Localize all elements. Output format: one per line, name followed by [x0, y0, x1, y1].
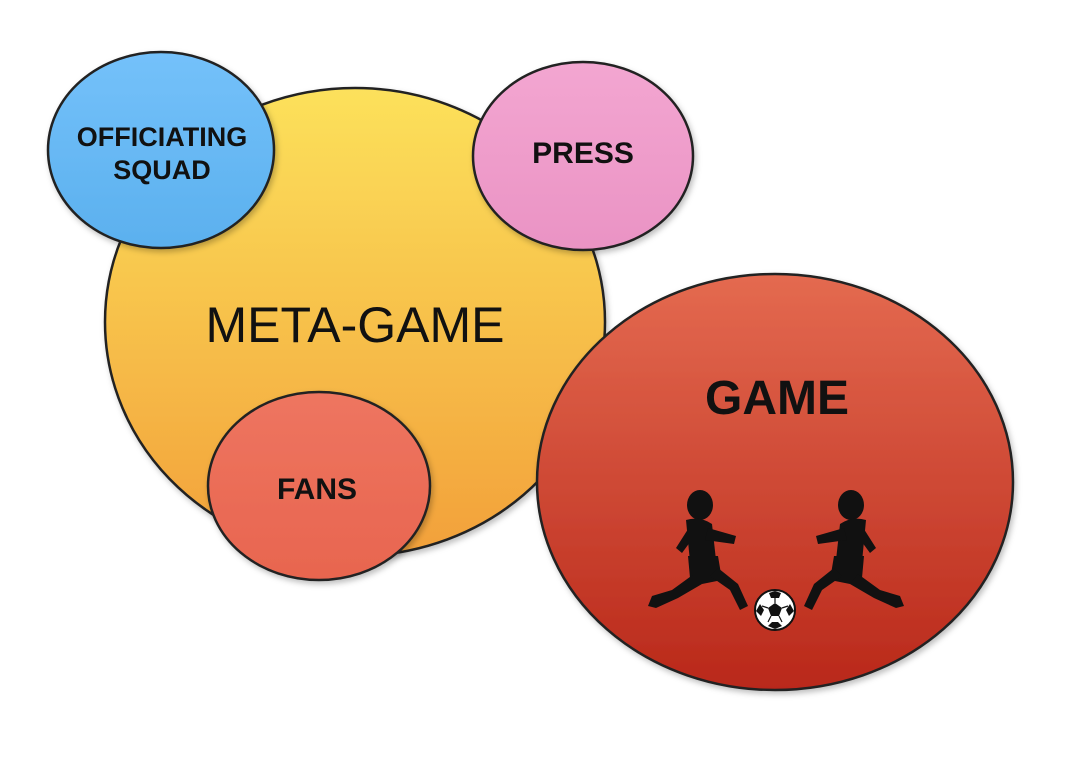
fans-label: FANS	[277, 473, 357, 506]
game-label: GAME	[705, 372, 849, 425]
soccer-ball-icon	[754, 589, 796, 631]
press-label: PRESS	[532, 137, 634, 170]
meta-game-label: META-GAME	[205, 297, 504, 353]
press-circle: PRESS	[471, 60, 695, 252]
game-circle: GAME	[535, 272, 1015, 692]
fans-circle: FANS	[206, 390, 432, 582]
running-player-right-icon	[804, 490, 904, 610]
officiating-label-line2: SQUAD	[113, 155, 211, 185]
officiating-squad-circle: OFFICIATING SQUAD	[46, 50, 276, 250]
officiating-label-line1: OFFICIATING	[77, 122, 247, 152]
running-player-left-icon	[648, 490, 748, 610]
